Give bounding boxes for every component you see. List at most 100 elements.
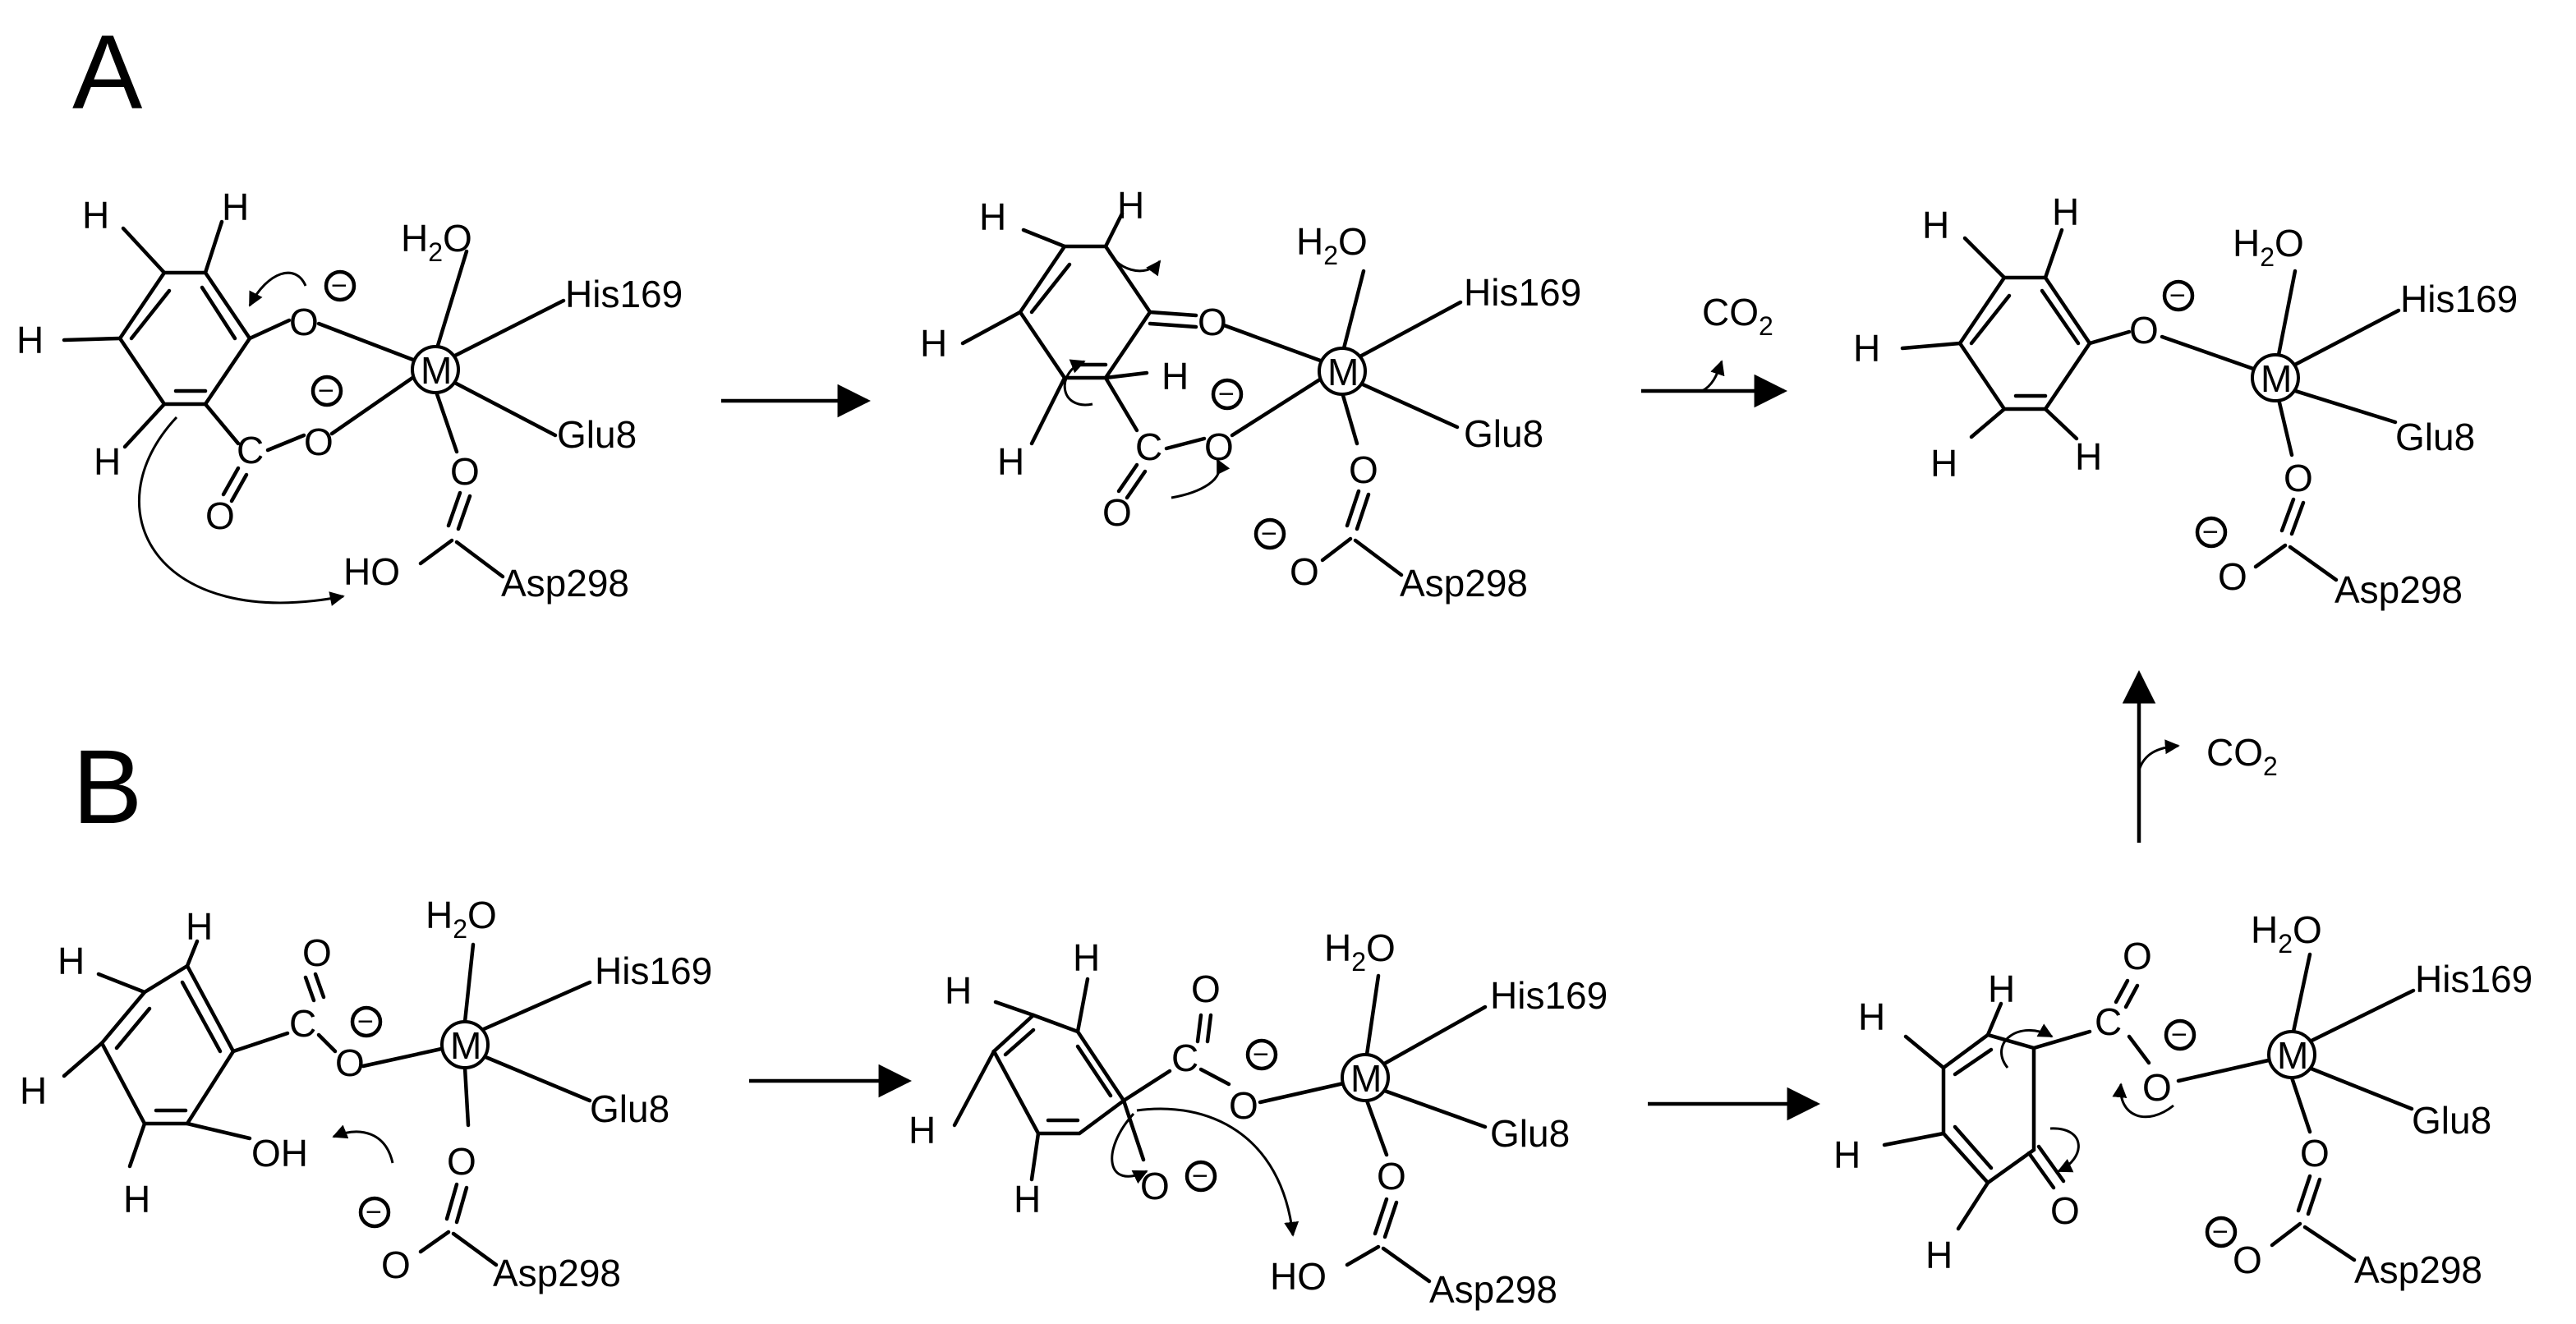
metal-center: M xyxy=(361,942,592,1128)
atom-label: O xyxy=(2142,1066,2172,1109)
water-ligand: H2O xyxy=(401,217,472,267)
charge-symbol: − xyxy=(2171,1019,2187,1050)
negative-charge-icon xyxy=(2205,1216,2238,1248)
metal-center: M xyxy=(2160,269,2401,457)
negative-charge-icon xyxy=(310,375,343,407)
electron-arrow xyxy=(2049,1127,2080,1173)
his-ligand: His169 xyxy=(1490,974,1608,1017)
metal-label: M xyxy=(450,1024,481,1067)
water-ligand: H2O xyxy=(1296,220,1368,270)
atom-label: H xyxy=(82,194,109,237)
atom-label: O xyxy=(2218,555,2247,598)
atom-label: H xyxy=(58,940,85,982)
metal-circle xyxy=(1341,1053,1390,1102)
atom-label: H xyxy=(997,440,1024,483)
structure-b3: H H H H O C O O − M H2O His169 Glu8 O xyxy=(1833,908,2532,1291)
atom-label: H xyxy=(123,1178,150,1221)
atom-label: H xyxy=(1853,327,1880,370)
atom-label: O xyxy=(2284,457,2313,499)
electron-arrow xyxy=(1171,458,1230,499)
structure-a2: H H H H O H C O O − M H2O His169 xyxy=(920,184,1581,605)
atom-label: H xyxy=(1988,968,2015,1010)
charge-symbol: − xyxy=(1192,1161,1208,1192)
atom-label: H xyxy=(1014,1178,1041,1221)
benzene-ring xyxy=(991,1013,1127,1136)
glu-ligand: Glu8 xyxy=(2395,416,2475,458)
glu-ligand: Glu8 xyxy=(2412,1099,2491,1142)
metal-center: M xyxy=(1258,973,1488,1157)
cyclohexadienone-ring xyxy=(1018,244,1152,380)
atom-label: HO xyxy=(343,550,400,593)
electron-arrow xyxy=(1136,1107,1300,1237)
charge-symbol: − xyxy=(2202,517,2219,548)
asp-ligand: Asp298 xyxy=(493,1252,621,1294)
atom-label: HO xyxy=(1270,1255,1327,1298)
atom-label: C xyxy=(289,1002,316,1045)
metal-label: M xyxy=(1327,351,1359,393)
negative-charge-icon xyxy=(1184,1160,1217,1193)
release-arrow xyxy=(1701,360,1725,393)
negative-charge-icon xyxy=(2195,516,2228,549)
atom-label: H xyxy=(94,440,121,483)
water-ligand: H2O xyxy=(2233,222,2304,272)
water-ligand: H2O xyxy=(2251,908,2322,959)
atom-label: O xyxy=(205,494,235,537)
metal-circle xyxy=(1318,347,1367,396)
atom-label: O xyxy=(1229,1084,1258,1127)
atom-label: O xyxy=(381,1244,411,1286)
atom-label: H xyxy=(1073,936,1100,979)
atom-label: O xyxy=(2129,309,2159,352)
metal-circle xyxy=(411,345,460,394)
asp-ligand: Asp298 xyxy=(1400,562,1528,605)
atom-label: C xyxy=(2095,1000,2122,1043)
structure-a1: H H H H O − C O O − M H2O His169 Glu8 xyxy=(16,186,683,606)
atom-label: O xyxy=(447,1140,476,1183)
atom-label: H xyxy=(1162,355,1189,398)
atom-label: C xyxy=(237,429,264,471)
negative-charge-icon xyxy=(324,269,356,302)
atom-label: H xyxy=(2075,435,2102,478)
negative-charge-icon xyxy=(2164,1018,2196,1051)
electron-arrow xyxy=(2112,1083,2174,1119)
charge-symbol: − xyxy=(1253,1039,1269,1070)
metal-label: M xyxy=(2277,1034,2308,1077)
metal-label: M xyxy=(2261,357,2292,400)
atom-label: H xyxy=(1117,184,1144,227)
glu-ligand: Glu8 xyxy=(590,1087,669,1130)
charge-symbol: − xyxy=(357,1006,374,1037)
atom-label: C xyxy=(1171,1037,1198,1079)
atom-label: O xyxy=(304,421,334,463)
atom-label: O xyxy=(1102,491,1132,534)
atom-label: H xyxy=(2052,191,2079,233)
atom-label: H xyxy=(1925,1234,1953,1276)
charge-symbol: − xyxy=(366,1197,382,1228)
atom-label: H xyxy=(186,905,213,948)
charge-symbol: − xyxy=(2169,280,2186,311)
atom-label: H xyxy=(979,195,1006,238)
asp-ligand: Asp298 xyxy=(2354,1248,2482,1291)
atom-label: O xyxy=(1349,448,1378,491)
electron-arrow xyxy=(1104,244,1162,277)
charge-symbol: − xyxy=(331,270,347,301)
atom-label: O xyxy=(335,1041,365,1084)
atom-label: O xyxy=(1377,1155,1406,1198)
negative-charge-icon xyxy=(1211,378,1244,411)
his-ligand: His169 xyxy=(1464,271,1581,314)
atom-label: H xyxy=(908,1109,936,1152)
electron-arrow xyxy=(1111,1112,1148,1184)
co2-label: CO2 xyxy=(1702,291,1773,341)
metal-label: M xyxy=(1350,1057,1382,1100)
negative-charge-icon xyxy=(358,1196,391,1229)
atom-label: H xyxy=(1930,442,1957,485)
negative-charge-icon xyxy=(1254,517,1286,550)
structure-b2: H H H H O − C O O − M H2O His169 Glu8 O xyxy=(908,926,1608,1311)
atom-label: OH xyxy=(251,1132,308,1175)
asp-ligand: Asp298 xyxy=(501,562,629,605)
his-ligand: His169 xyxy=(2400,278,2518,320)
water-ligand: H2O xyxy=(1324,926,1396,977)
structure-b1: H H H H OH C O O − M H2O His169 Glu8 O xyxy=(20,894,712,1294)
metal-circle xyxy=(2251,353,2300,402)
his-ligand: His169 xyxy=(565,273,683,315)
co2-label: CO2 xyxy=(2206,731,2278,781)
